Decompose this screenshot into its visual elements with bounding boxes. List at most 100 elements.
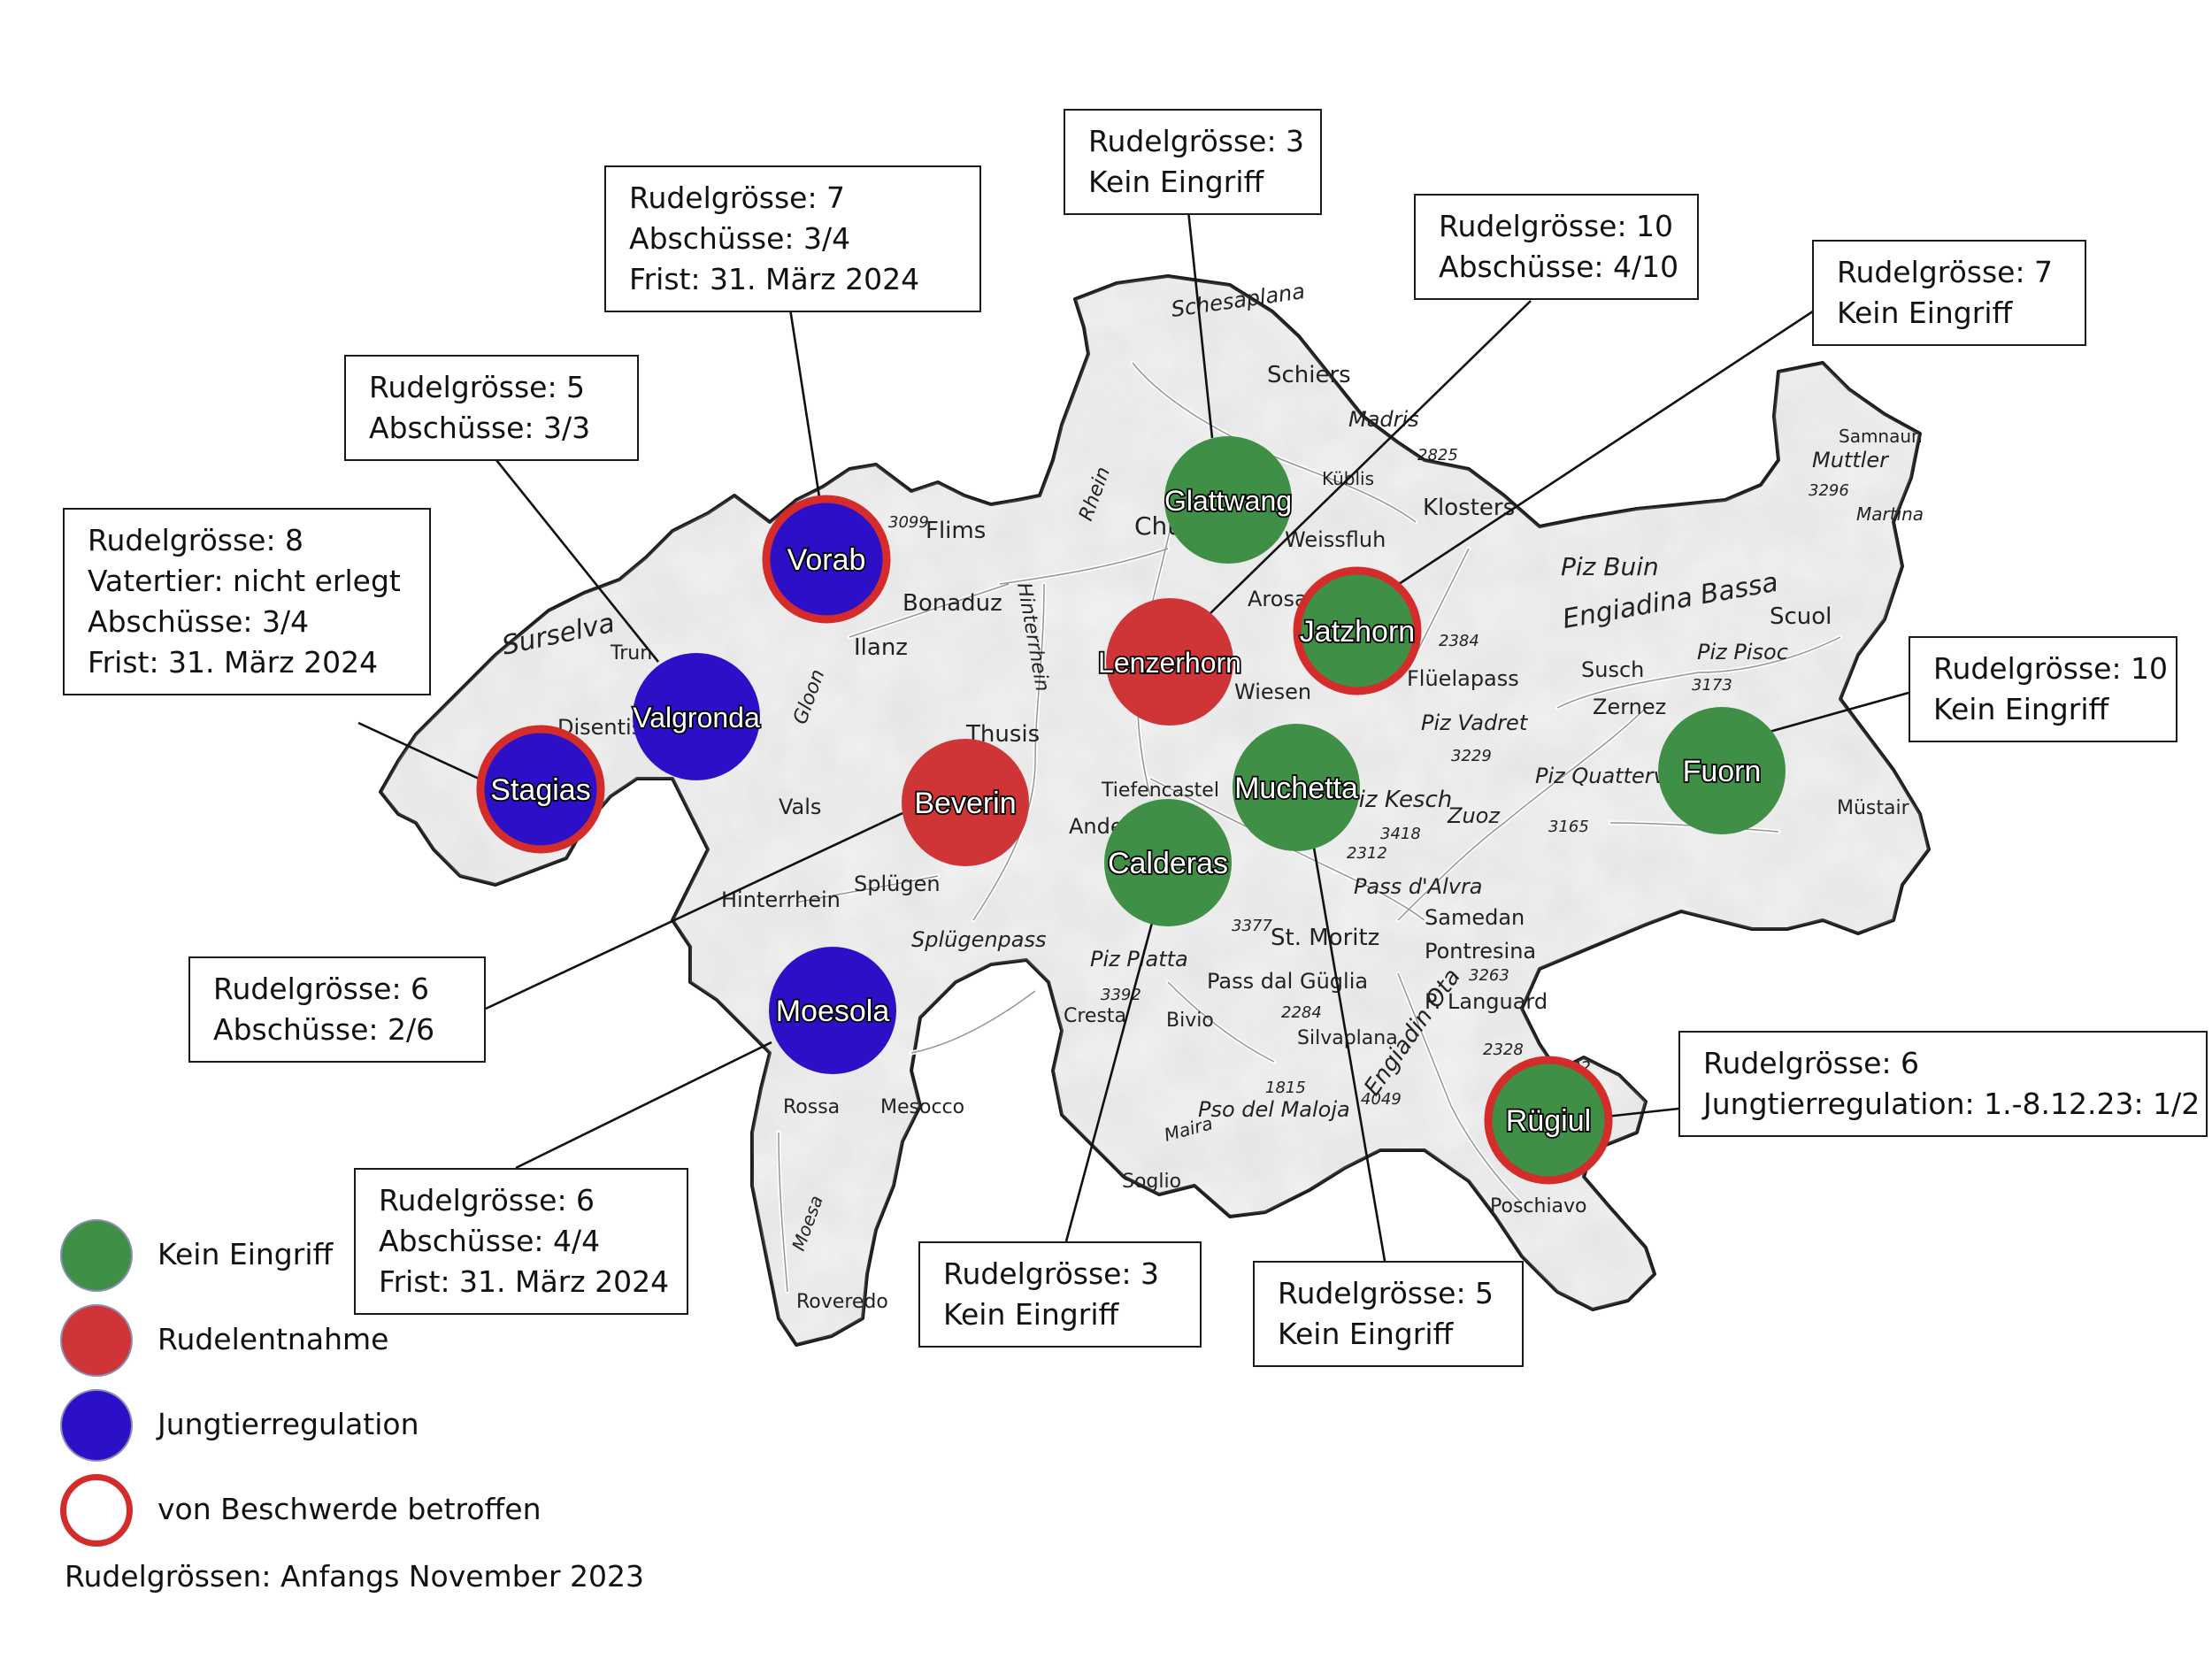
- info-box-line: Vatertier: nicht erlegt: [88, 564, 401, 598]
- info-box-line: Frist: 31. März 2024: [379, 1264, 670, 1299]
- connector-line-muchetta: [1312, 847, 1386, 1262]
- pack-marker-muchetta: Muchetta: [1233, 724, 1360, 851]
- connector-line-vorab: [788, 308, 821, 498]
- road-segment-outline: [999, 548, 1169, 585]
- place-label-pontresina: Pontresina: [1425, 939, 1536, 964]
- place-label-vals: Vals: [779, 795, 821, 819]
- place-label-pass-dal-guglia: Pass dal Güglia: [1207, 969, 1368, 994]
- pack-marker-moesola: Moesola: [769, 947, 896, 1074]
- info-box-line: Kein Eingriff: [943, 1297, 1119, 1332]
- road-segment-outline: [972, 583, 1045, 921]
- red-ring-icon: [60, 1474, 133, 1547]
- red-circle-icon: [60, 1304, 133, 1377]
- pack-name-label: Calderas: [1108, 847, 1228, 880]
- elevation-label: 2284: [1281, 1003, 1322, 1022]
- pack-name-label: Rügiul: [1506, 1104, 1591, 1138]
- elevation-label: 3173: [1692, 676, 1732, 695]
- info-box-line: Abschüsse: 3/3: [369, 411, 591, 445]
- pack-marker-stagias: Stagias: [476, 725, 605, 854]
- place-label-tiefencastel: Tiefencastel: [1101, 780, 1219, 802]
- place-label-piz-kesch: Piz Kesch: [1345, 787, 1452, 813]
- legend-label: Jungtierregulation: [157, 1407, 419, 1441]
- info-box-line: Abschüsse: 2/6: [213, 1012, 435, 1047]
- place-label-susch: Susch: [1581, 657, 1644, 682]
- info-box-line: Rudelgrösse: 6: [379, 1183, 595, 1217]
- place-label-p-languard: P. Languard: [1425, 989, 1548, 1014]
- connector-line-lenzerhorn: [1208, 300, 1532, 616]
- place-label-martina: Martina: [1856, 503, 1924, 525]
- pack-circle: [476, 725, 605, 854]
- info-box-line: Abschüsse: 3/4: [88, 604, 310, 639]
- place-label-bivio: Bivio: [1166, 1010, 1214, 1032]
- pack-name-label: Glattwang: [1164, 485, 1292, 517]
- elevation-label: 3418: [1380, 825, 1421, 843]
- connector-line-calderas: [1064, 922, 1154, 1242]
- place-label-soglio: Soglio: [1122, 1171, 1181, 1193]
- pack-marker-fuorn: Fuorn: [1658, 707, 1786, 834]
- pack-circle: [902, 739, 1029, 866]
- legend-item-jungtierregulation: Jungtierregulation: [60, 1389, 680, 1469]
- connector-line-glattwang: [1187, 210, 1214, 439]
- info-box-line: Abschüsse: 4/4: [379, 1224, 601, 1258]
- pack-marker-glattwang: Glattwang: [1163, 436, 1294, 564]
- blue-circle-icon: [60, 1389, 133, 1462]
- pack-markers: GlattwangVorabLenzerhornJatzhornValgrond…: [476, 436, 1786, 1185]
- elevation-label: 2312: [1347, 844, 1387, 863]
- info-box-line: Kein Eingriff: [1278, 1317, 1454, 1351]
- info-box-line: Rudelgrösse: 3: [1088, 124, 1305, 158]
- info-box-line: Rudelgrösse: 5: [1278, 1276, 1494, 1310]
- info-box-line: Kein Eingriff: [1933, 692, 2109, 726]
- info-box-line: Abschüsse: 4/10: [1439, 250, 1679, 284]
- road-segment-outline: [1167, 981, 1275, 1063]
- legend-item-rudelentnahme: Rudelentnahme: [60, 1304, 680, 1384]
- place-label-mustair: Müstair: [1837, 797, 1910, 819]
- elevation-label: 4049: [1361, 1090, 1402, 1109]
- road-segment-outline: [1397, 707, 1647, 921]
- info-box-calderas: Rudelgrösse: 3 Kein Eingriff: [918, 1241, 1202, 1348]
- pack-marker-valgronda: Valgronda: [631, 653, 762, 780]
- info-box-fuorn: Rudelgrösse: 10 Kein Eingriff: [1909, 636, 2177, 742]
- pack-name-label: Muchetta: [1234, 772, 1358, 805]
- info-box-line: Kein Eingriff: [1837, 296, 2013, 330]
- place-label-ilanz: Ilanz: [854, 634, 908, 661]
- info-box-line: Rudelgrösse: 3: [943, 1256, 1160, 1291]
- green-circle-icon: [60, 1219, 133, 1292]
- info-box-line: Rudelgrösse: 10: [1933, 651, 2169, 686]
- elevation-label: 3099: [888, 513, 929, 532]
- pack-name-label: Stagias: [490, 773, 590, 807]
- place-label-rossa: Rossa: [783, 1096, 840, 1118]
- pack-marker-calderas: Calderas: [1104, 799, 1232, 926]
- place-label-bonaduz: Bonaduz: [902, 590, 1002, 617]
- place-label-samedan: Samedan: [1425, 905, 1525, 930]
- pack-circle: [1233, 724, 1360, 851]
- info-box-line: Rudelgrösse: 5: [369, 370, 586, 404]
- info-box-line: Jungtierregulation: 1.-8.12.23: 1/2: [1703, 1087, 2200, 1121]
- place-label-arosa: Arosa: [1248, 587, 1308, 611]
- pack-name-label: Fuorn: [1683, 755, 1762, 788]
- elevation-label: 2825: [1417, 446, 1458, 465]
- connector-line-fuorn: [1753, 691, 1909, 738]
- place-label-piz-vadret: Piz Vadret: [1421, 710, 1529, 735]
- info-box-line: Abschüsse: 3/4: [629, 221, 851, 256]
- footnote: Rudelgrössen: Anfangs November 2023: [65, 1559, 644, 1594]
- road-segment-outline: [849, 583, 1010, 638]
- pack-marker-jatzhorn: Jatzhorn: [1293, 566, 1422, 695]
- place-label-piz-buin: Piz Buin: [1561, 552, 1659, 581]
- legend-label: Rudelentnahme: [157, 1322, 389, 1356]
- place-label-pass-d-alvra: Pass d'Alvra: [1354, 874, 1483, 899]
- info-box-valgronda: Rudelgrösse: 5 Abschüsse: 3/3: [344, 355, 639, 461]
- connector-line-moesola: [515, 1041, 772, 1170]
- elevation-label: 1815: [1265, 1079, 1306, 1097]
- place-label-weissfluh: Weissfluh: [1285, 527, 1386, 552]
- pack-name-label: Lenzerhorn: [1098, 647, 1241, 679]
- place-label-piz-pisoc: Piz Pisoc: [1697, 640, 1788, 664]
- place-label-scuol: Scuol: [1770, 603, 1832, 630]
- pack-name-label: Valgronda: [633, 702, 760, 733]
- road-segment-outline: [1397, 972, 1523, 1204]
